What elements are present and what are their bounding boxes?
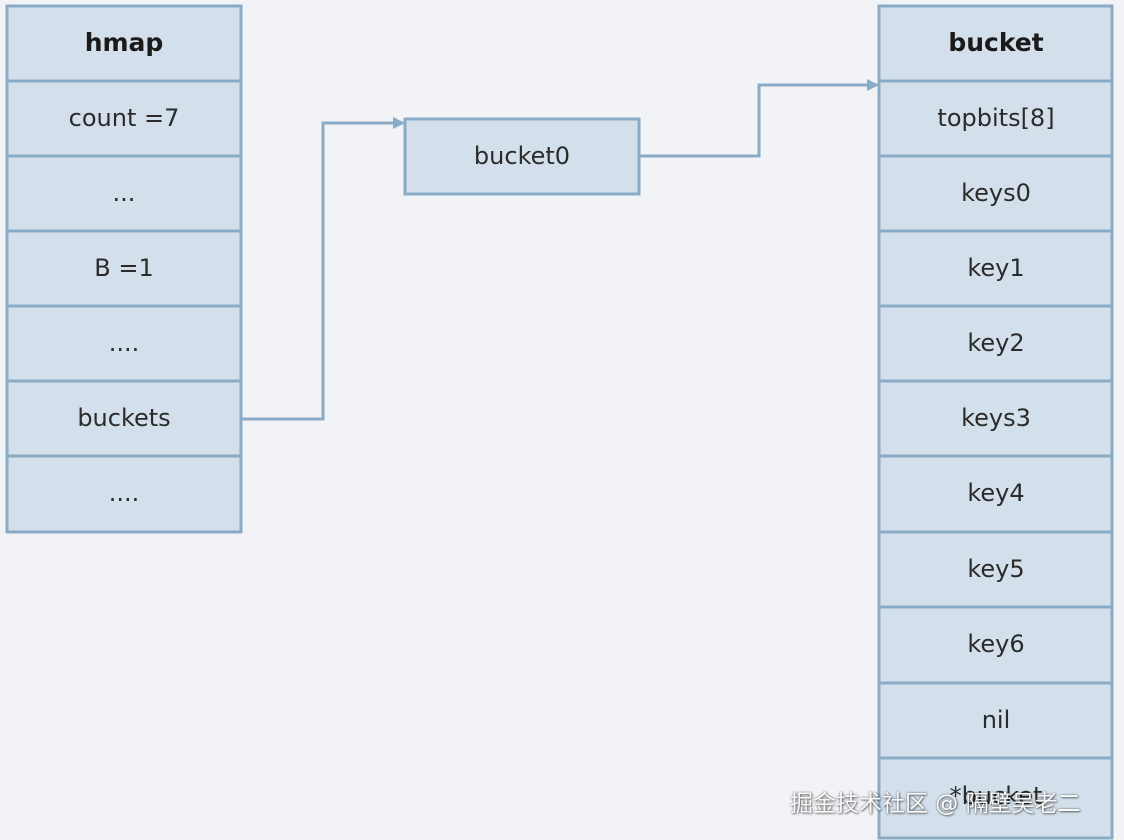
- hmap-field-label: buckets: [77, 404, 170, 432]
- bucket-field-key6: key6: [877, 605, 1114, 685]
- bucket-field-label: key5: [967, 555, 1024, 583]
- hmap-field-ellipsis-2: ....: [5, 304, 243, 383]
- bucket-field-label: keys0: [961, 179, 1031, 207]
- buckets-to-bucket0-arrow: [241, 117, 405, 421]
- bucket-header: bucket: [877, 4, 1114, 83]
- hmap-field-count: count =7: [5, 79, 243, 158]
- bucket-field-label: key4: [967, 479, 1024, 507]
- bucket-field-overflow: *bucket: [877, 756, 1114, 840]
- bucket-field-key1: key1: [877, 229, 1114, 308]
- bucket-field-nil: nil: [877, 681, 1114, 760]
- bucket0-box: bucket0: [403, 117, 641, 196]
- bucket-field-keys0: keys0: [877, 154, 1114, 233]
- bucket-field-label: *bucket: [950, 782, 1043, 810]
- hmap-field-ellipsis-3: ....: [5, 454, 243, 534]
- bucket-field-label: keys3: [961, 404, 1031, 432]
- hmap-header: hmap: [5, 4, 243, 83]
- bucket0-to-bucket-arrow: [639, 79, 879, 158]
- bucket-field-label: key2: [967, 329, 1024, 357]
- hmap-field-label: count =7: [69, 104, 180, 132]
- bucket-field-label: key6: [967, 630, 1024, 658]
- hmap-field-label: ....: [109, 479, 140, 507]
- bucket-field-label: key1: [967, 254, 1024, 282]
- bucket-field-keys3: keys3: [877, 379, 1114, 458]
- hmap-field-label: ...: [113, 179, 136, 207]
- bucket0-label: bucket0: [474, 142, 570, 170]
- bucket-struct: bucket topbits[8] keys0 key1 key2 keys3 …: [877, 4, 1114, 840]
- bucket-field-key2: key2: [877, 304, 1114, 383]
- bucket-title: bucket: [948, 28, 1043, 57]
- bucket-field-key5: key5: [877, 530, 1114, 609]
- hmap-field-label: ....: [109, 329, 140, 357]
- bucket-field-label: nil: [982, 706, 1011, 734]
- hmap-field-buckets: buckets: [5, 379, 243, 458]
- hmap-field-label: B =1: [94, 254, 153, 282]
- hmap-field-ellipsis-1: ...: [5, 154, 243, 233]
- hmap-title: hmap: [85, 28, 164, 57]
- hmap-struct: hmap count =7 ... B =1 .... buckets ....: [5, 4, 243, 534]
- bucket-field-label: topbits[8]: [937, 104, 1054, 132]
- hmap-field-b: B =1: [5, 229, 243, 308]
- bucket-field-topbits: topbits[8]: [877, 79, 1114, 158]
- bucket-field-key4: key4: [877, 454, 1114, 534]
